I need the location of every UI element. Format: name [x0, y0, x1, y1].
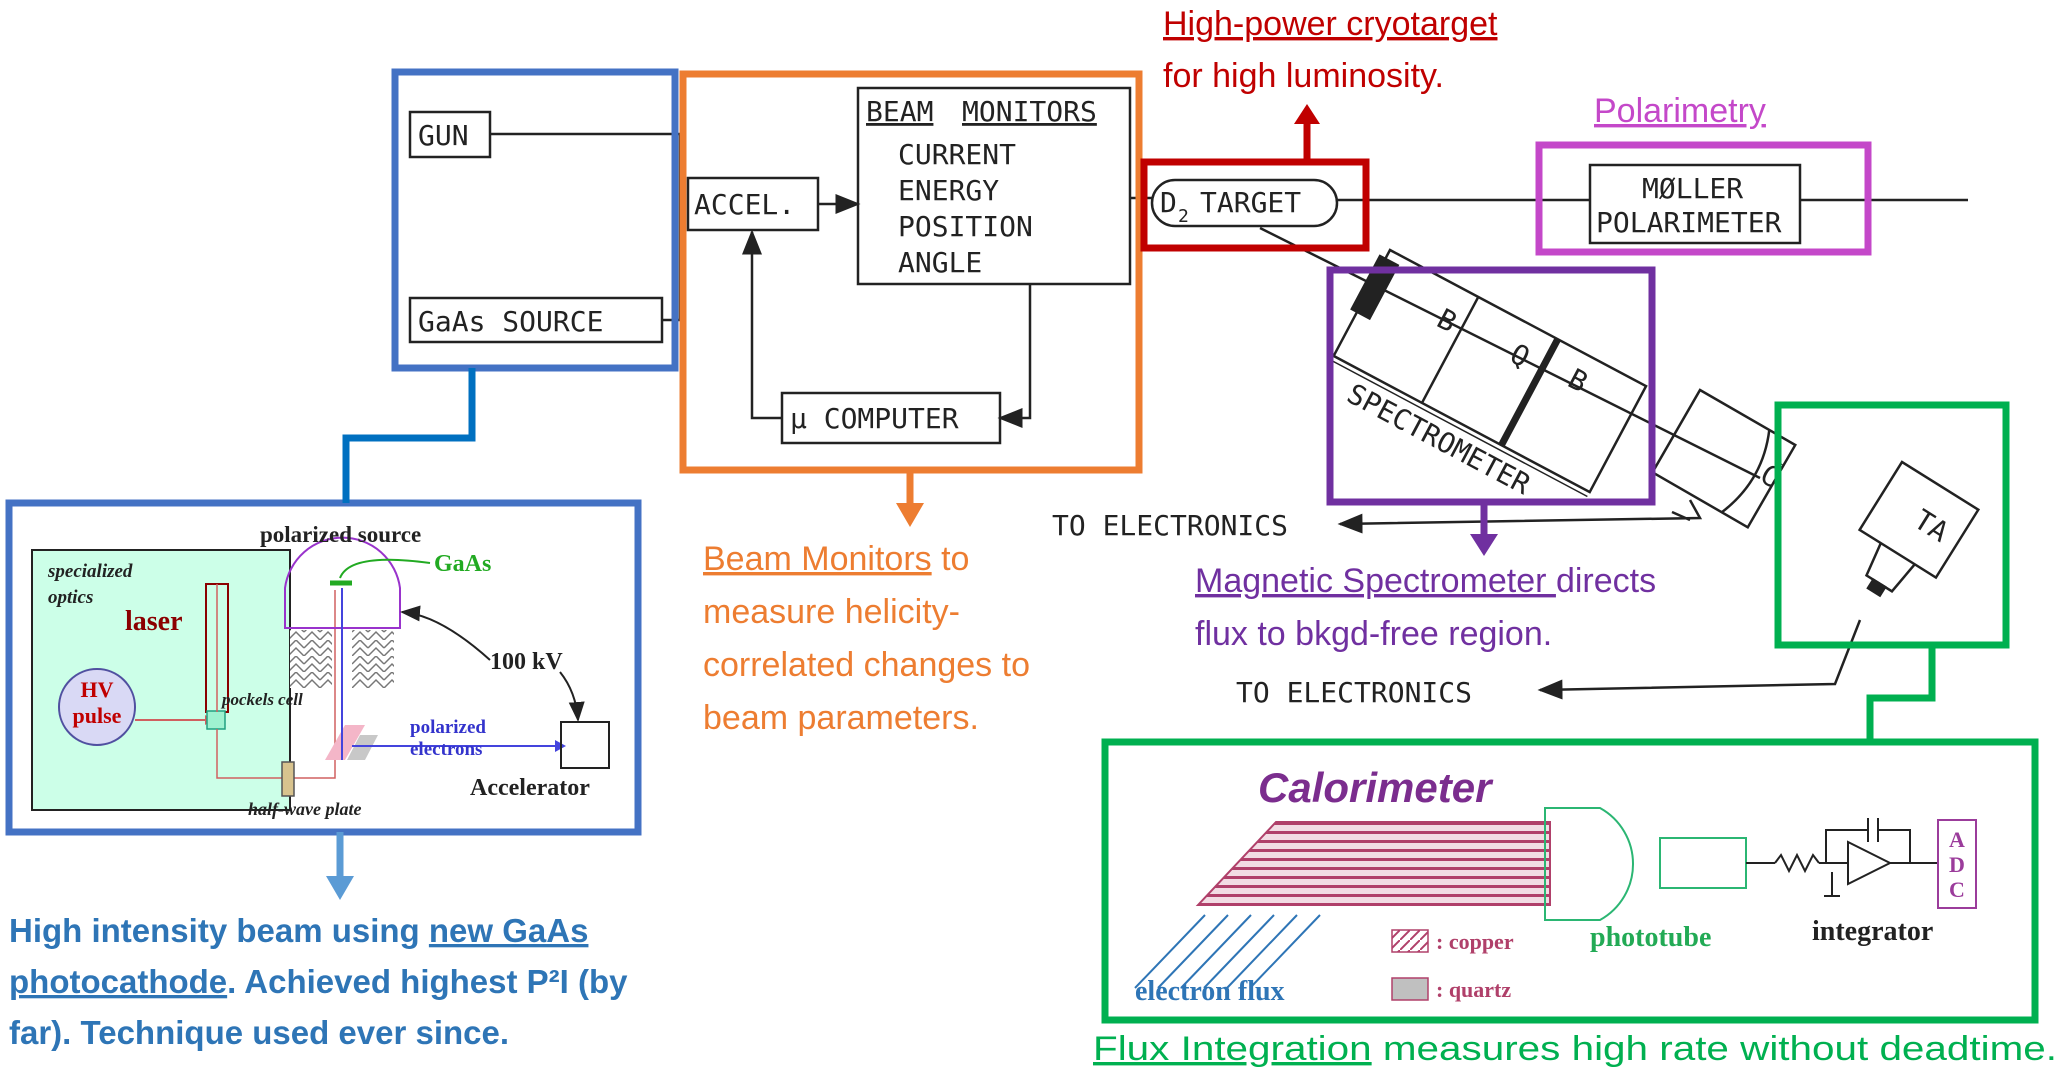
beam-monitors-caption-2: measure helicity- — [703, 593, 960, 631]
computer-label: µ COMPUTER — [790, 402, 959, 435]
hv-pulse-circle — [58, 668, 136, 746]
polarimetry-highlight-frame — [1535, 141, 1872, 256]
spectrometer-caption-1: Magnetic Spectrometer directs — [1195, 562, 1656, 600]
monitor-position: POSITION — [898, 210, 1033, 243]
photocathode-link[interactable]: photocathode — [9, 963, 227, 1000]
intensity-caption-3: far). Technique used ever since. — [9, 1014, 509, 1051]
adc-box — [1937, 819, 1977, 909]
electron-flux-label: electron flux — [1135, 976, 1285, 1007]
ta-box — [1857, 460, 1981, 580]
detector-connector — [1866, 645, 1936, 742]
half-wave-plate — [281, 761, 295, 797]
source-inset-frame — [5, 499, 642, 836]
target-label: TARGET — [1200, 186, 1301, 219]
voltage-label: 100 kV — [490, 649, 563, 675]
specialized-label: specialized — [47, 561, 133, 582]
gaas-link[interactable]: new GaAs — [429, 912, 589, 949]
accel-label: ACCEL. — [694, 188, 795, 221]
laser-label: laser — [125, 606, 183, 637]
accelerator-box — [560, 721, 610, 769]
pockels-cell — [206, 710, 226, 730]
beam-monitors-title-2: MONITORS — [962, 95, 1097, 128]
spectrometer-caption-2: flux to bkgd-free region. — [1195, 615, 1552, 653]
moller-label-1: MØLLER — [1642, 172, 1743, 205]
to-electronics-2: TO ELECTRONICS — [1236, 676, 1472, 709]
intensity-caption-2: photocathode. Achieved highest P²I (by — [9, 963, 628, 1000]
beam-monitors-caption-4: beam parameters. — [703, 699, 979, 737]
polarized-source-label: polarized source — [260, 522, 421, 547]
gun-label: GUN — [418, 119, 469, 152]
half-wave-label: half-wave plate — [248, 799, 361, 819]
ta-label: TA — [1908, 503, 1954, 549]
source-vessel — [284, 536, 401, 629]
cryotarget-caption-2: for high luminosity. — [1163, 57, 1444, 95]
phototube-body — [1659, 837, 1747, 889]
electrode-left — [290, 630, 332, 688]
calorimeter-inset-frame — [1101, 738, 2039, 1024]
adc-d: D — [1949, 852, 1965, 877]
phototube-label: phototube — [1590, 922, 1711, 953]
connectors — [342, 368, 1936, 742]
copper-swatch — [1391, 929, 1429, 953]
d2-target — [1150, 178, 1339, 228]
copper-label: : copper — [1436, 929, 1514, 954]
monitor-angle: ANGLE — [898, 246, 982, 279]
adc-c: C — [1949, 877, 1965, 902]
callout-arrows — [326, 104, 1498, 900]
adc-a: A — [1949, 827, 1965, 852]
quartz-label: : quartz — [1436, 977, 1511, 1002]
pulse-label: pulse — [73, 703, 122, 728]
gaas-source-label: GaAs SOURCE — [418, 305, 603, 338]
moller-label-2: POLARIMETER — [1596, 206, 1782, 239]
moller-polarimeter-box — [1588, 163, 1802, 245]
beamline-labels: GUN GaAs SOURCE ACCEL. BEAM MONITORS CUR… — [418, 95, 1954, 709]
cryotarget-caption-1: High-power cryotarget — [1163, 5, 1498, 43]
integrator-circuit — [1746, 818, 1938, 897]
pockels-label: pockels cell — [220, 690, 303, 709]
phototube-window — [1544, 807, 1634, 921]
source-inset: specialized optics laser HV pulse pockel… — [31, 522, 610, 819]
quartz-swatch — [1391, 977, 1429, 1001]
beam-monitors-title-1: BEAM — [866, 95, 933, 128]
optics-label: optics — [48, 587, 93, 608]
electron-flux-arrows — [1134, 914, 1321, 989]
captions: High-power cryotarget for high luminosit… — [9, 5, 2057, 1068]
flux-integration-link[interactable]: Flux Integration — [1093, 1030, 1372, 1068]
integrator-label: integrator — [1812, 916, 1933, 947]
beam-monitors-caption-1: Beam Monitors to — [703, 540, 969, 578]
cherenkov-box — [1650, 388, 1797, 529]
target-highlight-frame — [1140, 158, 1370, 252]
magnet-q-label: Q — [1505, 337, 1535, 374]
flux-integration-caption: Flux Integration measures high rate with… — [1093, 1030, 2057, 1068]
source-highlight-frame — [391, 68, 679, 372]
source-connector — [342, 368, 476, 503]
spectrometer-highlight-frame — [1326, 266, 1656, 506]
monitor-energy: ENERGY — [898, 174, 999, 207]
gaas-label: GaAs — [434, 551, 491, 577]
target-d-label: D — [1160, 186, 1177, 219]
calorimeter-title: Calorimeter — [1258, 764, 1494, 811]
fiber-bundle — [1195, 821, 1551, 906]
intensity-caption-1: High intensity beam using new GaAs — [9, 912, 588, 949]
to-electronics-1: TO ELECTRONICS — [1052, 509, 1288, 542]
target-sub-label: 2 — [1178, 206, 1189, 227]
monitor-current: CURRENT — [898, 138, 1016, 171]
electrode-right — [352, 630, 394, 688]
spectrometer-link[interactable]: Magnetic Spectrometer — [1195, 562, 1556, 600]
electrons-label: electrons — [410, 739, 482, 760]
accelerator-label: Accelerator — [470, 775, 590, 801]
beam-monitors-box — [856, 86, 1132, 286]
detector-highlight-frame — [1774, 401, 2010, 649]
calorimeter-inset: Calorimeter phototube integrator A D C :… — [1134, 764, 1977, 1007]
polarimetry-caption: Polarimetry — [1594, 92, 1766, 130]
hv-label: HV — [81, 677, 114, 702]
beam-monitors-link[interactable]: Beam Monitors — [703, 540, 932, 578]
beam-monitors-caption-3: correlated changes to — [703, 646, 1030, 684]
polarized-label: polarized — [410, 717, 486, 738]
